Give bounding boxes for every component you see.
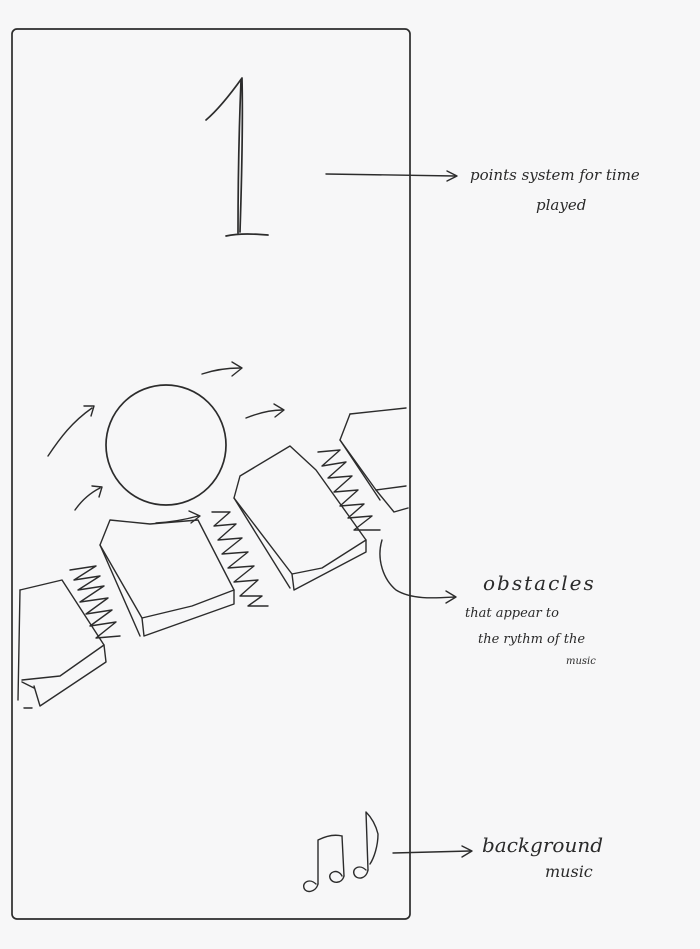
- score-value: 1: [190, 48, 191, 49]
- music-annotation-line1: background: [482, 833, 604, 857]
- music-notes-icon: [303, 811, 379, 893]
- music-arrow: [392, 845, 473, 858]
- score-digit: [205, 77, 269, 237]
- music-annotation-line2: music: [545, 862, 593, 881]
- player-ball: [105, 384, 227, 506]
- obstacle-spring: [317, 449, 381, 531]
- obstacles-annotation-line3: music: [566, 656, 596, 667]
- motion-arrows: [47, 361, 285, 524]
- obstacle-block: [339, 407, 409, 513]
- obstacles-annotation-line2: the rythm of the: [478, 632, 586, 647]
- score-display: 1: [190, 48, 290, 248]
- obstacle-spring: [69, 565, 121, 639]
- points-arrow: [325, 170, 458, 182]
- obstacle-block: [17, 579, 107, 709]
- points-annotation-line2: played: [536, 196, 587, 214]
- obstacle-block: [233, 445, 367, 591]
- obstacles-arrow: [379, 539, 457, 604]
- obstacle-spring: [211, 511, 269, 607]
- obstacles-annotation-line1: that appear to: [465, 606, 559, 621]
- phone-screen-frame: [11, 28, 411, 920]
- obstacle-block: [99, 519, 235, 637]
- obstacles-annotation-title: obstacles: [483, 571, 596, 595]
- points-annotation-line1: points system for time: [470, 166, 640, 184]
